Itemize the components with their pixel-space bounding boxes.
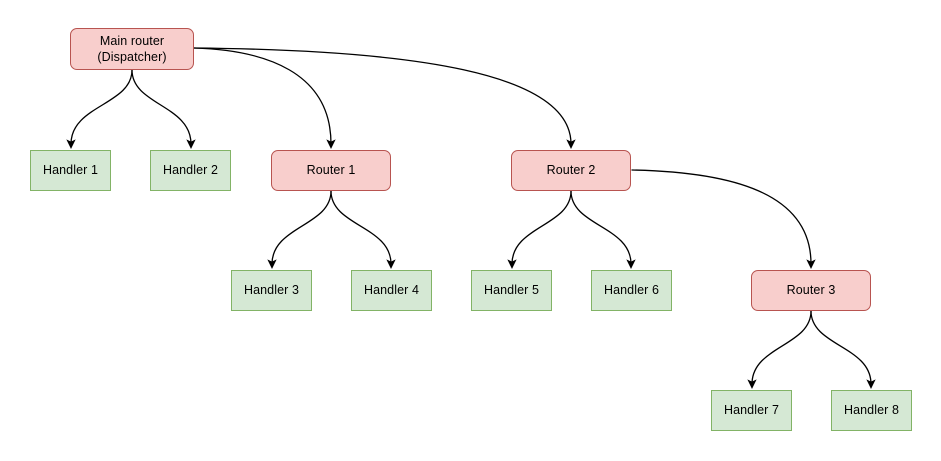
edge-router-1-to-handler-4	[330, 190, 396, 269]
node-handler-4[interactable]: Handler 4	[351, 270, 432, 311]
edge-main-to-router-2	[193, 47, 576, 149]
node-router-2[interactable]: Router 2	[511, 150, 631, 191]
edge-main-to-handler-2	[131, 69, 196, 149]
edge-router-2-to-handler-5	[507, 190, 572, 269]
node-label-handler-5: Handler 5	[483, 283, 540, 298]
node-main-router[interactable]: Main router (Dispatcher)	[70, 28, 194, 70]
node-label-handler-6: Handler 6	[603, 283, 660, 298]
node-handler-2[interactable]: Handler 2	[150, 150, 231, 191]
edge-router-2-to-router-3	[631, 169, 816, 269]
node-label-router-3: Router 3	[786, 283, 836, 298]
edge-main-to-handler-1	[66, 69, 133, 149]
node-handler-8[interactable]: Handler 8	[831, 390, 912, 431]
node-label-handler-2: Handler 2	[162, 163, 219, 178]
node-label-router-1: Router 1	[306, 163, 356, 178]
node-handler-5[interactable]: Handler 5	[471, 270, 552, 311]
node-handler-7[interactable]: Handler 7	[711, 390, 792, 431]
node-router-3[interactable]: Router 3	[751, 270, 871, 311]
node-handler-6[interactable]: Handler 6	[591, 270, 672, 311]
node-label-handler-1: Handler 1	[42, 163, 99, 178]
node-label-handler-3: Handler 3	[243, 283, 300, 298]
edge-main-to-router-1	[193, 47, 336, 149]
node-handler-1[interactable]: Handler 1	[30, 150, 111, 191]
edge-router-3-to-handler-8	[810, 310, 876, 389]
node-label-router-2: Router 2	[546, 163, 596, 178]
node-label-handler-8: Handler 8	[843, 403, 900, 418]
node-label-handler-7: Handler 7	[723, 403, 780, 418]
node-router-1[interactable]: Router 1	[271, 150, 391, 191]
edge-router-1-to-handler-3	[267, 190, 332, 269]
node-label-handler-4: Handler 4	[363, 283, 420, 298]
edge-router-2-to-handler-6	[570, 190, 636, 269]
edge-router-3-to-handler-7	[747, 310, 812, 389]
node-label-main-router: Main router (Dispatcher)	[97, 33, 167, 65]
node-handler-3[interactable]: Handler 3	[231, 270, 312, 311]
